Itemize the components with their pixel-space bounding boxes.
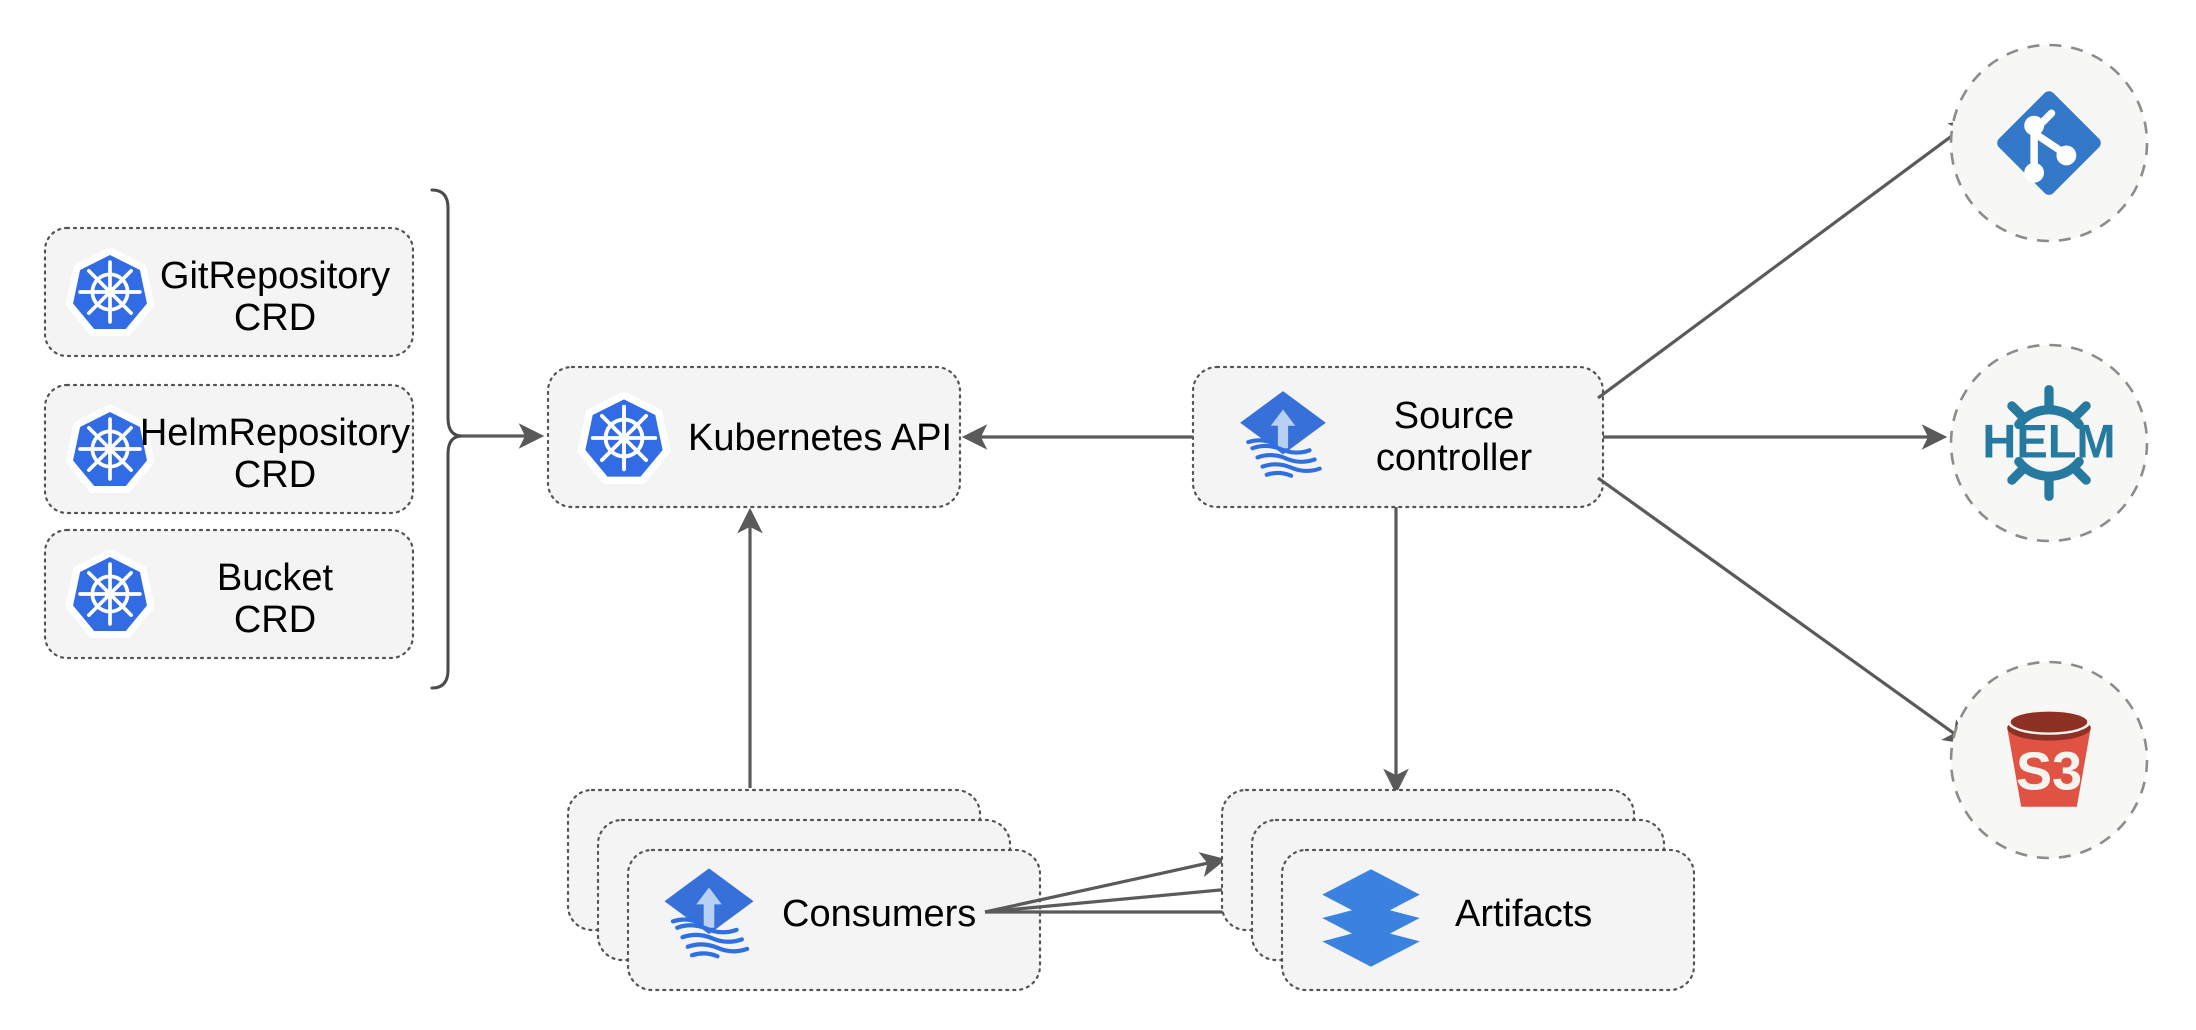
edge-consumers-to-artifacts-2: [984, 876, 1257, 914]
helm-wordmark: HELM: [1982, 414, 2115, 467]
kubernetes-icon: [69, 251, 152, 334]
consumers-label: Consumers: [782, 893, 976, 935]
node-kubernetes-api[interactable]: Kubernetes API: [546, 365, 962, 509]
source-controller-label-line1: Source: [1394, 395, 1514, 437]
crd-label-line2: CRD: [234, 454, 316, 496]
edge-source-controller-to-s3: [1597, 476, 1970, 745]
artifacts-label: Artifacts: [1455, 893, 1592, 935]
crd-label-line1: Bucket: [217, 557, 334, 599]
external-source-git[interactable]: [1949, 43, 2149, 243]
crd-label-line2: CRD: [234, 599, 316, 641]
external-source-helm[interactable]: HELM: [1949, 343, 2149, 543]
node-source-controller[interactable]: Source controller: [1191, 365, 1605, 509]
crd-group: GitRepository CRD HelmRepository CRD Buc…: [43, 226, 415, 660]
crd-box-bucket[interactable]: Bucket CRD: [43, 528, 415, 660]
source-controller-label-line2: controller: [1376, 437, 1533, 479]
node-consumers[interactable]: Consumers: [566, 788, 1042, 992]
crd-group-brace: [430, 188, 464, 690]
s3-wordmark: S3: [2016, 741, 2082, 801]
external-source-s3[interactable]: S3: [1949, 660, 2149, 860]
kubernetes-icon: [69, 553, 152, 636]
crd-box-helmrepository[interactable]: HelmRepository CRD: [43, 383, 415, 515]
node-artifacts[interactable]: Artifacts: [1220, 788, 1696, 992]
crd-label-line2: CRD: [234, 297, 316, 339]
crd-label-line1: GitRepository: [160, 255, 390, 297]
kubernetes-icon: [581, 395, 667, 481]
edge-consumers-to-artifacts-1: [984, 852, 1227, 914]
crd-box-gitrepository[interactable]: GitRepository CRD: [43, 226, 415, 358]
edge-source-controller-to-git: [1597, 118, 1976, 400]
kubernetes-api-label: Kubernetes API: [688, 417, 952, 459]
crd-label-line1: HelmRepository: [140, 412, 410, 454]
